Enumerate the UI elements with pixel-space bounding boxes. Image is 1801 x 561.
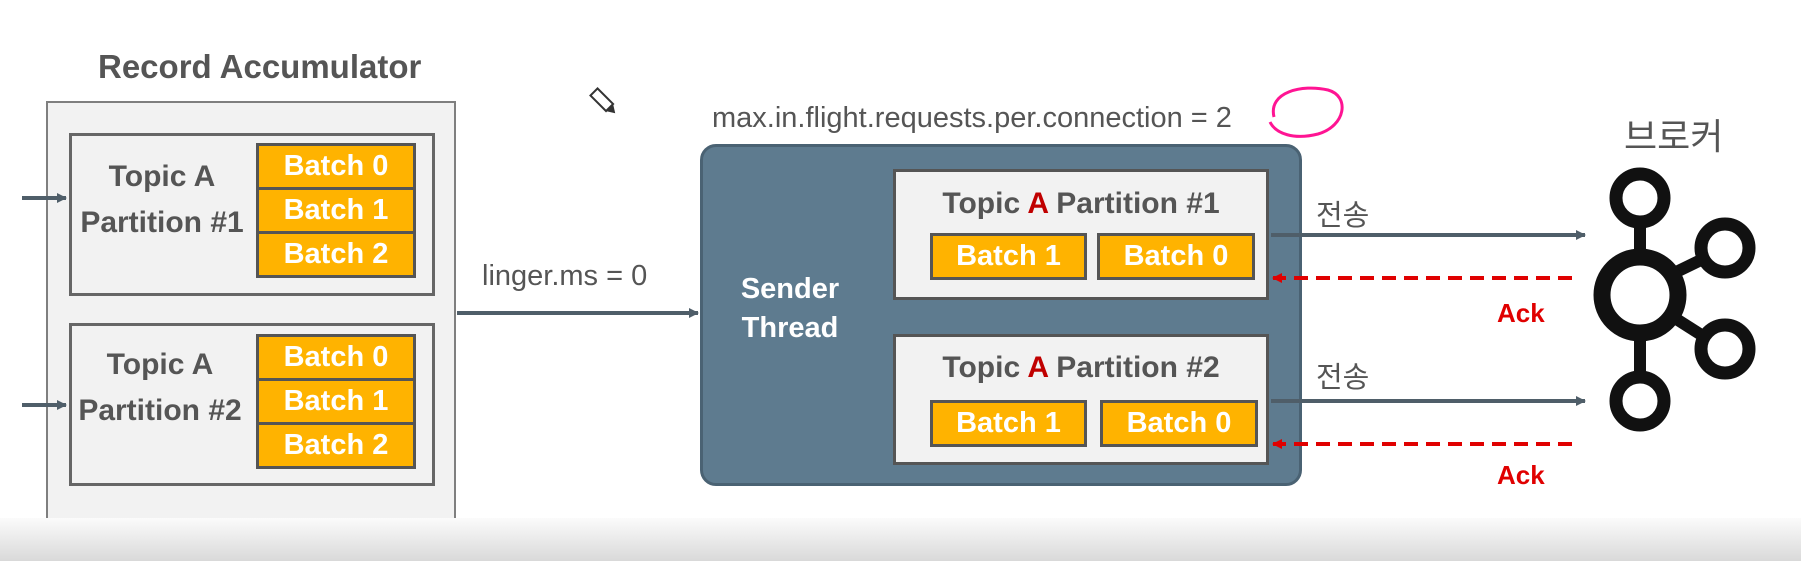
sender-thread-label: Sender Thread — [730, 270, 850, 348]
max-in-flight-text: max.in.flight.requests.per.connection = — [712, 102, 1216, 134]
sender-line-1: Sender — [740, 273, 840, 305]
inflight-1-topic: Topic — [942, 187, 1028, 220]
highlight-circle — [1268, 86, 1344, 138]
max-in-flight-label: max.in.flight.requests.per.connection = … — [712, 102, 1232, 135]
acc-p1-batch-2: Batch 2 — [256, 231, 416, 278]
bottom-shadow-bar — [0, 518, 1801, 561]
ack-label-1: Ack — [1497, 298, 1545, 328]
inflight-2-partition: Partition #2 — [1047, 351, 1220, 384]
send-label-2: 전송 — [1316, 362, 1370, 394]
linger-ms-label: linger.ms = 0 — [482, 260, 648, 292]
inflight-1-batch-1: Batch 1 — [930, 233, 1087, 280]
kafka-logo-icon — [1593, 167, 1756, 432]
ack-label-2: Ack — [1497, 460, 1545, 490]
accumulator-partition-1-label: Topic A Partition #1 — [68, 154, 256, 246]
partition-2-name: Partition #2 — [78, 394, 242, 427]
inflight-2-topic: Topic — [942, 351, 1028, 384]
acc-p2-batch-2: Batch 2 — [256, 422, 416, 469]
sender-line-2: Thread — [741, 312, 839, 344]
broker-label: 브로커 — [1624, 116, 1724, 157]
partition-2-topic: Topic A — [106, 348, 214, 381]
pencil-cursor-icon — [589, 87, 616, 114]
max-in-flight-value: 2 — [1215, 102, 1232, 134]
inflight-1-batch-0: Batch 0 — [1097, 233, 1255, 280]
send-label-1: 전송 — [1316, 200, 1370, 232]
partition-1-name: Partition #1 — [80, 206, 244, 239]
accumulator-partition-2-label: Topic A Partition #2 — [66, 342, 254, 434]
inflight-2-letter: A — [1027, 351, 1048, 384]
inflight-1-letter: A — [1027, 187, 1048, 220]
inflight-partition-2-title: Topic A Partition #2 — [893, 351, 1269, 385]
inflight-1-partition: Partition #1 — [1047, 187, 1220, 220]
inflight-2-batch-0: Batch 0 — [1100, 400, 1258, 447]
inflight-partition-1-title: Topic A Partition #1 — [893, 187, 1269, 221]
accumulator-title: Record Accumulator — [98, 48, 422, 85]
inflight-2-batch-1: Batch 1 — [930, 400, 1087, 447]
partition-1-topic: Topic A — [108, 160, 216, 193]
